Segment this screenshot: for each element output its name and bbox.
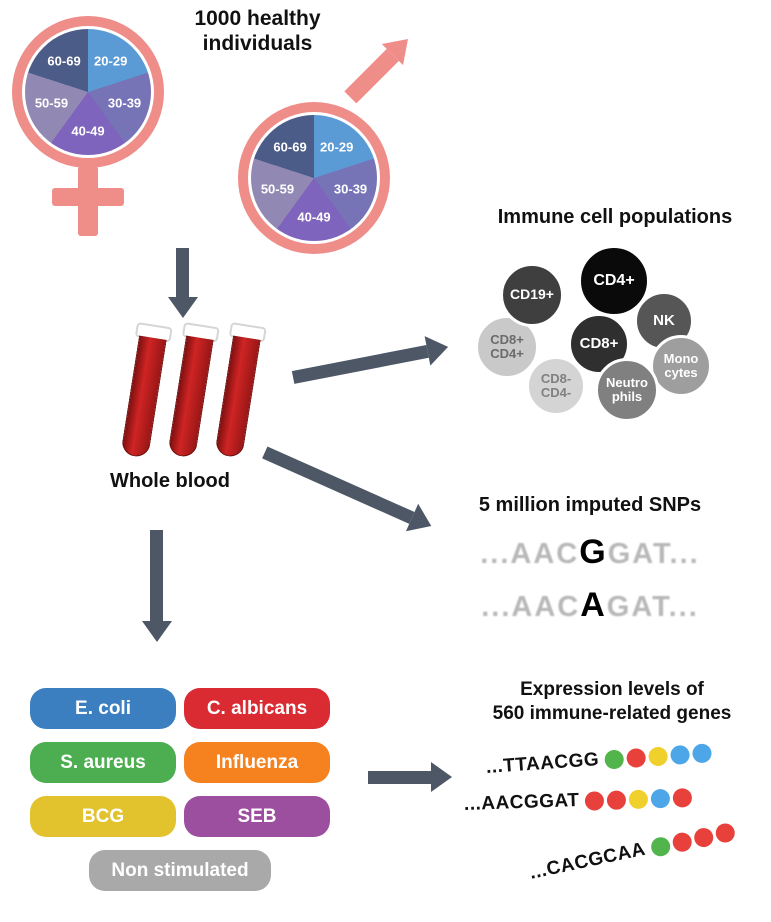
probe-dot [604, 748, 625, 770]
arrow-down-to-stimuli-icon [142, 530, 172, 642]
arrow-to-snps-icon [259, 438, 438, 540]
age-label-50-59: 50-59 [34, 95, 69, 111]
blood-tubes [120, 322, 276, 469]
expression-title: Expression levels of 560 immune-related … [492, 679, 732, 724]
probe-dot [692, 825, 715, 849]
arrow-shaft [291, 344, 429, 384]
cell-label: CD19+ [510, 286, 554, 303]
cell-circle-cd8neg-cd4neg: CD8- CD4- [526, 356, 586, 416]
snp-sequence-2: ...AACAGAT... [440, 579, 740, 632]
arrow-down-to-blood-icon [168, 248, 198, 318]
age-label-50-59: 50-59 [260, 181, 295, 197]
expression-sequence: ...TTAACGG [485, 749, 600, 778]
cell-label: CD8+ [579, 334, 619, 352]
probe-dot [651, 788, 671, 808]
snp-sequences: ...AACGGAT... ...AACAGAT... [440, 526, 740, 631]
stimulus-pill-non-stimulated: Non stimulated [89, 850, 271, 891]
male-symbol-arrow [339, 28, 419, 107]
age-label-40-49: 40-49 [71, 123, 105, 139]
probe-dot [670, 744, 691, 765]
immune-populations-title: Immune cell populations [497, 206, 733, 228]
snp-seq1-suffix: GAT... [607, 538, 700, 570]
female-symbol-ring: 20-29 30-39 40-49 50-59 60-69 [12, 16, 164, 168]
snps-title: 5 million imputed SNPs [478, 494, 702, 516]
arrow-to-expression-icon [368, 762, 452, 792]
male-icon: 20-29 30-39 40-49 50-59 60-69 [232, 28, 432, 256]
cell-label: Mono [663, 350, 699, 366]
snp-seq2-suffix: GAT... [606, 590, 699, 623]
probe-dot [626, 747, 647, 768]
cohort-title: 1000 healthy individuals [194, 7, 321, 56]
arrow-shaft [176, 248, 190, 297]
tube-body [214, 335, 261, 459]
cell-label: Neutro [606, 374, 648, 390]
probe-dot [713, 821, 737, 844]
expression-sequence: ...CACGCAA [527, 838, 648, 884]
cell-label: CD4+ [490, 346, 524, 361]
probe-dot [629, 789, 649, 809]
male-age-pie: 20-29 30-39 40-49 50-59 60-69 [248, 112, 380, 244]
whole-blood-label: Whole blood [110, 470, 230, 492]
arrow-head [431, 762, 452, 792]
arrow-shaft [150, 530, 164, 621]
probe-dot [648, 745, 669, 767]
age-label-20-29: 20-29 [94, 53, 128, 68]
age-label-30-39: 30-39 [333, 181, 368, 197]
expression-row-2: ...AACGGAT [464, 786, 693, 816]
cell-label: cytes [664, 365, 698, 380]
female-icon: 20-29 30-39 40-49 50-59 60-69 [10, 16, 166, 240]
male-symbol-ring: 20-29 30-39 40-49 50-59 60-69 [238, 102, 390, 254]
cell-label: phils [611, 389, 643, 404]
stimulus-pill-seb: SEB [184, 796, 330, 837]
cell-circle-cd4: CD4+ [578, 245, 650, 317]
expression-row-1: ...TTAACGG [485, 741, 713, 779]
probe-dot [607, 789, 627, 810]
arrow-shaft [262, 446, 415, 524]
snp-seq1-prefix: ...AAC [480, 538, 580, 570]
expression-sequence: ...AACGGAT [463, 789, 580, 815]
cell-label: NK [653, 311, 675, 329]
stimulus-pill-s-aureus: S. aureus [30, 742, 176, 783]
female-symbol-crossbar [52, 188, 124, 206]
stimulus-pill-c-albicans: C. albicans [184, 688, 330, 729]
tube-body [120, 335, 167, 459]
cell-label: CD8+ [490, 331, 524, 347]
cell-label: CD4+ [593, 272, 635, 290]
age-label-20-29: 20-29 [320, 139, 354, 154]
female-age-pie: 20-29 30-39 40-49 50-59 60-69 [22, 26, 154, 158]
age-label-60-69: 60-69 [273, 139, 307, 154]
arrow-head [424, 332, 451, 366]
probe-dot [692, 742, 713, 764]
arrow-head [168, 297, 198, 318]
arrow-shaft [368, 770, 431, 784]
stimulus-pill-influenza: Influenza [184, 742, 330, 783]
cell-label: CD8- [540, 370, 572, 386]
male-arrow-shaft [343, 48, 399, 104]
arrow-head [142, 621, 172, 642]
age-label-60-69: 60-69 [47, 53, 81, 68]
snp-seq2-prefix: ...AAC [481, 590, 581, 623]
cell-label: CD4- [540, 385, 572, 400]
age-label-40-49: 40-49 [297, 209, 331, 225]
tube-body [167, 335, 214, 459]
arrow-to-immune-cells-icon [290, 332, 451, 392]
probe-dot [673, 787, 693, 808]
probe-dot [649, 834, 672, 858]
blood-tube-icon [209, 322, 267, 466]
stimulus-pill-bcg: BCG [30, 796, 176, 837]
cell-circle-cd19: CD19+ [500, 263, 564, 327]
snp-seq2-variant-allele: A [580, 585, 607, 624]
expression-row-3: ...CACGCAA [528, 820, 737, 885]
cell-circle-monocytes: Mono cytes [650, 335, 712, 397]
probe-dot [670, 830, 694, 853]
cell-circle-neutrophils: Neutro phils [595, 358, 659, 422]
snp-sequence-1: ...AACGGAT... [440, 526, 740, 579]
stimulus-pill-e-coli: E. coli [30, 688, 176, 729]
snp-seq1-variant-allele: G [579, 533, 608, 571]
probe-dot [585, 790, 605, 811]
age-label-30-39: 30-39 [107, 95, 142, 111]
